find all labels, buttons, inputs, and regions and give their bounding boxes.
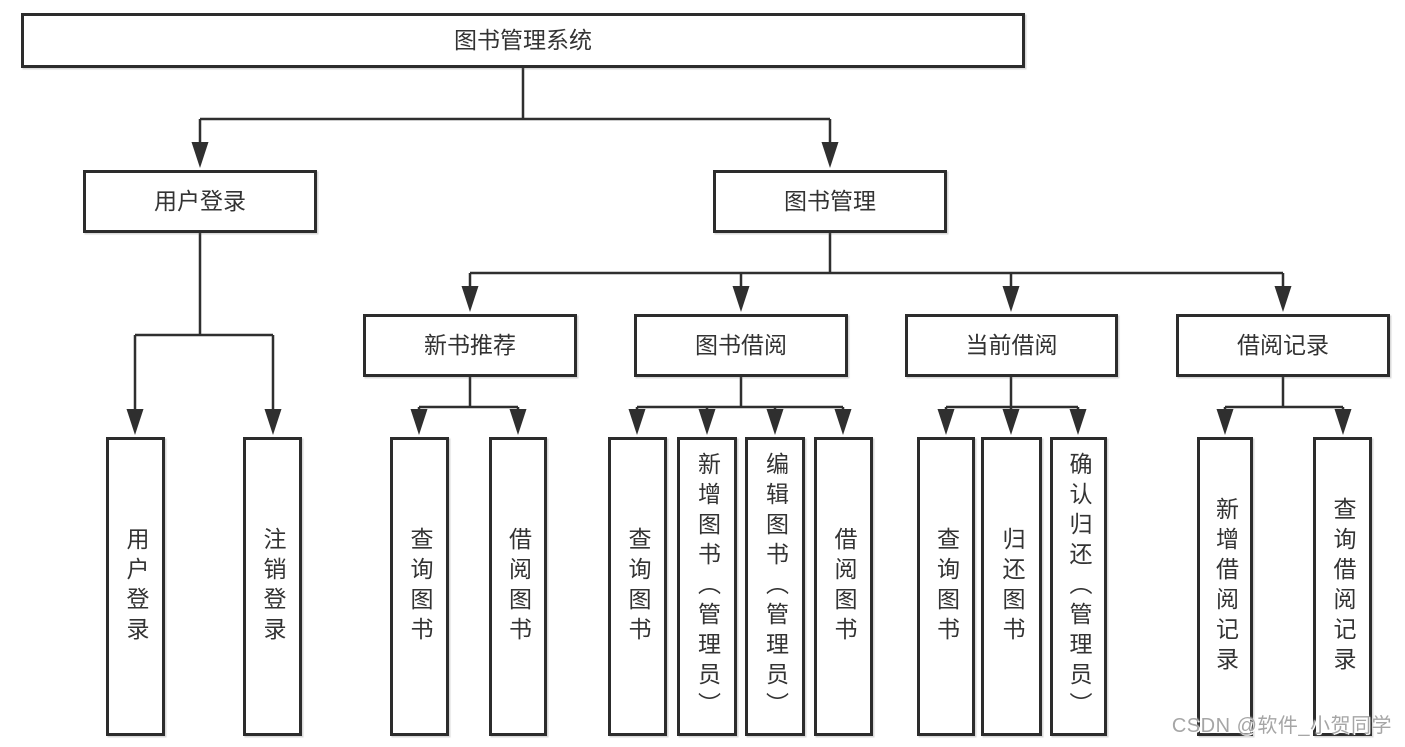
node-borrow-records-label: 借阅记录 — [1237, 332, 1329, 358]
watermark: CSDN @软件_小贺同学 — [1171, 715, 1392, 737]
leaf-query-borrow-record-label: 查询借阅记录 — [1330, 496, 1356, 677]
leaf-add-books-admin: 新增图书（管理员） — [677, 437, 737, 736]
leaf-edit-books-admin-label: 编辑图书（管理员） — [762, 451, 789, 722]
leaf-confirm-return-admin-label: 确认归还（管理员） — [1066, 451, 1092, 722]
leaf-logout-label: 注销登录 — [260, 526, 286, 647]
node-book-borrow: 图书借阅 — [634, 314, 848, 377]
node-new-book-recommend: 新书推荐 — [363, 314, 577, 377]
node-book-borrow-label: 图书借阅 — [695, 332, 787, 358]
leaf-borrow-query-books-label: 查询图书 — [625, 526, 651, 647]
leaf-edit-books-admin: 编辑图书（管理员） — [745, 437, 805, 736]
node-book-management-label: 图书管理 — [784, 188, 876, 214]
leaf-user-login-label: 用户登录 — [123, 526, 149, 647]
leaf-query-borrow-record: 查询借阅记录 — [1313, 437, 1372, 736]
leaf-add-borrow-record-label: 新增借阅记录 — [1212, 496, 1239, 677]
leaf-borrow-books: 借阅图书 — [814, 437, 873, 736]
connector-paths — [133, 68, 1345, 414]
leaf-recommend-query-books: 查询图书 — [390, 437, 449, 736]
leaf-current-query-books-label: 查询图书 — [933, 526, 960, 647]
node-user-login: 用户登录 — [83, 170, 317, 233]
leaf-recommend-borrow-books-label: 借阅图书 — [505, 526, 532, 647]
leaf-add-books-admin-label: 新增图书（管理员） — [694, 451, 721, 722]
node-root-label: 图书管理系统 — [454, 27, 592, 53]
node-new-book-recommend-label: 新书推荐 — [424, 332, 516, 358]
node-book-management: 图书管理 — [713, 170, 947, 233]
leaf-add-borrow-record: 新增借阅记录 — [1197, 437, 1253, 736]
leaf-borrow-query-books: 查询图书 — [608, 437, 667, 736]
leaf-return-books: 归还图书 — [981, 437, 1042, 736]
leaf-user-login: 用户登录 — [106, 437, 165, 736]
node-current-borrow: 当前借阅 — [905, 314, 1118, 377]
leaf-recommend-borrow-books: 借阅图书 — [489, 437, 547, 736]
leaf-borrow-books-label: 借阅图书 — [831, 526, 857, 647]
leaf-current-query-books: 查询图书 — [917, 437, 975, 736]
node-user-login-label: 用户登录 — [154, 188, 246, 214]
node-borrow-records: 借阅记录 — [1176, 314, 1390, 377]
leaf-logout: 注销登录 — [243, 437, 302, 736]
node-root: 图书管理系统 — [21, 13, 1025, 68]
arrowheads — [126, 142, 1352, 435]
node-current-borrow-label: 当前借阅 — [965, 332, 1058, 358]
leaf-recommend-query-books-label: 查询图书 — [407, 526, 433, 647]
leaf-return-books-label: 归还图书 — [999, 526, 1025, 647]
leaf-confirm-return-admin: 确认归还（管理员） — [1050, 437, 1107, 736]
